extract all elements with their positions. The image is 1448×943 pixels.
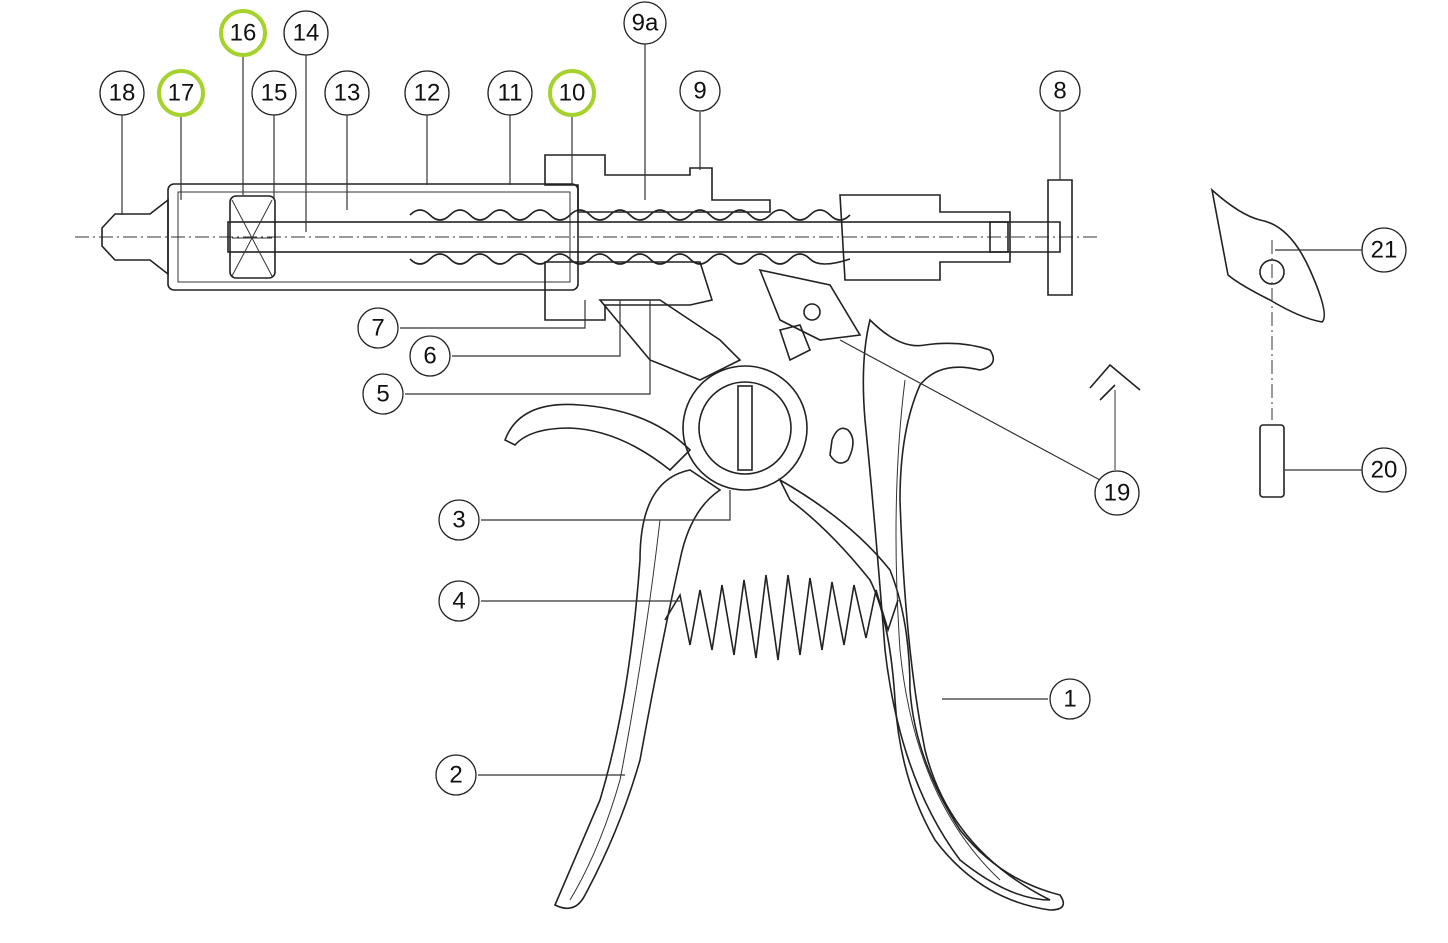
finger-hook bbox=[503, 403, 692, 472]
svg-text:21: 21 bbox=[1371, 237, 1398, 264]
svg-text:20: 20 bbox=[1371, 457, 1398, 484]
callout-20: 20 bbox=[1361, 447, 1407, 493]
svg-text:17: 17 bbox=[168, 80, 195, 107]
callout-16: 16 bbox=[219, 9, 267, 57]
rear-housing bbox=[839, 194, 1011, 281]
svg-text:8: 8 bbox=[1053, 78, 1066, 105]
svg-text:18: 18 bbox=[109, 80, 136, 107]
view-arrow-symbol bbox=[1089, 363, 1141, 401]
svg-text:3: 3 bbox=[452, 507, 465, 534]
svg-text:6: 6 bbox=[423, 343, 436, 370]
svg-text:9: 9 bbox=[693, 78, 706, 105]
pawl bbox=[758, 268, 862, 341]
svg-text:1: 1 bbox=[1063, 686, 1076, 713]
pivot-screw bbox=[698, 381, 792, 475]
callout-14: 14 bbox=[283, 10, 329, 56]
callout-5: 5 bbox=[362, 373, 404, 415]
callout-7: 7 bbox=[357, 307, 399, 349]
svg-text:5: 5 bbox=[376, 381, 389, 408]
callout-13: 13 bbox=[324, 70, 370, 116]
callout-12: 12 bbox=[404, 70, 450, 116]
piston-seal bbox=[229, 195, 276, 279]
svg-text:16: 16 bbox=[230, 20, 257, 47]
callout-21: 21 bbox=[1361, 227, 1407, 273]
callout-9a: 9a bbox=[623, 1, 667, 45]
handle-1 bbox=[862, 318, 1051, 901]
handle-2 bbox=[553, 469, 722, 910]
trigger-mechanism bbox=[598, 268, 862, 491]
leader-lines bbox=[121, 44, 1362, 776]
svg-text:12: 12 bbox=[414, 80, 441, 107]
svg-text:15: 15 bbox=[261, 80, 288, 107]
callout-10: 10 bbox=[548, 69, 596, 117]
housing-bottom bbox=[544, 261, 714, 321]
svg-text:11: 11 bbox=[498, 80, 523, 107]
svg-text:7: 7 bbox=[371, 315, 384, 342]
svg-text:9a: 9a bbox=[632, 10, 659, 37]
spring bbox=[664, 574, 899, 661]
callout-1: 1 bbox=[1049, 678, 1091, 720]
callout-18: 18 bbox=[99, 70, 145, 116]
svg-text:19: 19 bbox=[1104, 480, 1131, 507]
callout-9: 9 bbox=[679, 70, 721, 112]
callout-8: 8 bbox=[1039, 70, 1081, 112]
svg-text:2: 2 bbox=[449, 762, 462, 789]
housing-top bbox=[544, 154, 771, 213]
callout-3: 3 bbox=[438, 499, 480, 541]
pivot-hub bbox=[682, 365, 808, 491]
barrel-assembly bbox=[101, 154, 1073, 321]
callout-4: 4 bbox=[438, 580, 480, 622]
callout-11: 11 bbox=[487, 70, 533, 116]
part-20-pin bbox=[1259, 424, 1285, 498]
callout-2: 2 bbox=[435, 754, 477, 796]
svg-text:4: 4 bbox=[452, 588, 465, 615]
handles bbox=[503, 318, 1065, 911]
callout-15: 15 bbox=[251, 70, 297, 116]
part-21-cam bbox=[1210, 187, 1326, 323]
svg-text:14: 14 bbox=[293, 20, 320, 47]
svg-text:13: 13 bbox=[334, 80, 361, 107]
thumb-knob bbox=[1047, 179, 1073, 296]
callout-19: 19 bbox=[1094, 470, 1140, 516]
svg-text:10: 10 bbox=[559, 80, 586, 107]
needle-adapter bbox=[101, 198, 169, 276]
callout-17: 17 bbox=[157, 69, 205, 117]
callout-6: 6 bbox=[409, 335, 451, 377]
